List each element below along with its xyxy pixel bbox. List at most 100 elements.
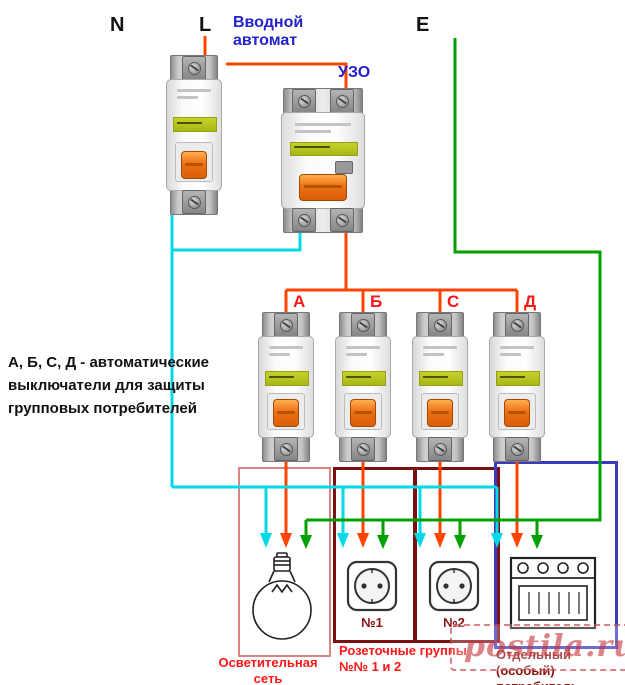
group-breaker-label-c: С (447, 292, 460, 311)
group-breaker-a (255, 312, 317, 462)
breaker-toggle (181, 151, 207, 180)
dedicated-caption-line2: потребитель (496, 679, 579, 685)
terminal-screw-icon (335, 94, 349, 108)
breaker-marking (422, 346, 458, 349)
terminal-screw-icon (356, 318, 370, 332)
main-circuit-breaker (163, 55, 225, 215)
breaker-rating-sticker (342, 371, 386, 386)
note-text: А, Б, С, Д - автоматические выключатели … (8, 351, 260, 420)
socket1-label: №1 (361, 615, 383, 630)
breaker-rating-sticker (173, 117, 217, 133)
terminal-screw-icon (187, 195, 201, 209)
breaker-toggle-recess (266, 393, 306, 430)
rcd-toggle (299, 174, 347, 202)
rcd-rating-sticker (290, 141, 358, 156)
breaker-top-terminal (505, 313, 529, 337)
group-breaker-label-b: Б (370, 292, 383, 311)
breaker-toggle (504, 399, 530, 427)
line-wire-breaker-to-rcd (226, 62, 348, 90)
light-bulb-icon (252, 552, 312, 640)
lighting-caption-line2: сеть (253, 671, 283, 685)
breaker-marking (499, 353, 522, 356)
socket-icon (346, 560, 398, 612)
lighting-caption-line1: Осветительная (218, 655, 318, 670)
breaker-bottom-terminal (351, 437, 375, 461)
breaker-top-terminal (351, 313, 375, 337)
breaker-face (489, 336, 545, 438)
rcd-device (278, 88, 368, 233)
breaker-marking (345, 346, 381, 349)
terminal-screw-icon (356, 442, 370, 456)
breaker-toggle (350, 399, 376, 427)
label-earth: E (416, 14, 430, 36)
label-rcd: УЗО (338, 64, 371, 81)
rcd-test-button (334, 160, 353, 174)
rcd-terminal (330, 208, 354, 232)
breaker-marking (422, 353, 445, 356)
terminal-screw-icon (297, 94, 311, 108)
group-breaker-b (332, 312, 394, 462)
rcd-terminal (292, 208, 316, 232)
breaker-bottom-terminal (274, 437, 298, 461)
breaker-toggle-recess (174, 141, 214, 183)
socket-icon (428, 560, 480, 612)
group-breaker-label-d: Д (524, 292, 537, 311)
breaker-toggle (273, 399, 299, 427)
breaker-toggle-recess (420, 393, 460, 430)
terminal-screw-icon (279, 442, 293, 456)
dedicated-caption: Отдельный (особый) потребитель (496, 647, 625, 685)
rcd-marking (295, 130, 332, 133)
terminal-screw-icon (433, 442, 447, 456)
breaker-rating-sticker (265, 371, 309, 386)
label-neutral: N (110, 14, 125, 36)
terminal-screw-icon (335, 213, 349, 227)
breaker-face (166, 79, 222, 191)
breaker-rating-sticker (419, 371, 463, 386)
lighting-caption: Осветительная сеть (218, 655, 318, 685)
rcd-terminal (330, 89, 354, 113)
group-breaker-d (486, 312, 548, 462)
rcd-face (281, 112, 365, 209)
breaker-top-terminal (182, 56, 206, 80)
sockets-caption-line2: №№ 1 и 2 (339, 659, 402, 674)
sockets-caption: Розеточные группы №№ 1 и 2 (339, 643, 467, 675)
note-line3: групповых потребителей (8, 400, 197, 417)
label-input-breaker-line2: автомат (233, 32, 298, 49)
note-line2: выключатели для защиты (8, 377, 205, 394)
rcd-marking (295, 123, 351, 126)
label-input-breaker-line1: Вводной (233, 14, 304, 31)
breaker-marking (268, 346, 304, 349)
group-breaker-c (409, 312, 471, 462)
breaker-face (335, 336, 391, 438)
breaker-marking (345, 353, 368, 356)
label-line: L (199, 14, 212, 36)
breaker-marking (268, 353, 291, 356)
breaker-top-terminal (428, 313, 452, 337)
rcd-terminal (292, 89, 316, 113)
terminal-screw-icon (297, 213, 311, 227)
breaker-toggle-recess (343, 393, 383, 430)
sockets-caption-line1: Розеточные группы (339, 643, 467, 658)
breaker-face (412, 336, 468, 438)
terminal-screw-icon (510, 442, 524, 456)
socket2-label: №2 (443, 615, 465, 630)
breaker-marking (176, 89, 212, 92)
breaker-face (258, 336, 314, 438)
group-breaker-label-a: А (293, 292, 306, 311)
breaker-bottom-terminal (182, 190, 206, 214)
breaker-marking (176, 96, 199, 99)
breaker-top-terminal (274, 313, 298, 337)
watermark: postila.ru (450, 624, 625, 671)
terminal-screw-icon (510, 318, 524, 332)
label-input-breaker: Вводной автомат (233, 14, 303, 50)
terminal-screw-icon (187, 61, 201, 75)
breaker-marking (499, 346, 535, 349)
breaker-toggle (427, 399, 453, 427)
breaker-bottom-terminal (505, 437, 529, 461)
terminal-screw-icon (433, 318, 447, 332)
breaker-bottom-terminal (428, 437, 452, 461)
terminal-screw-icon (279, 318, 293, 332)
stove-icon (509, 556, 597, 630)
note-line1: А, Б, С, Д - автоматические (8, 354, 210, 371)
